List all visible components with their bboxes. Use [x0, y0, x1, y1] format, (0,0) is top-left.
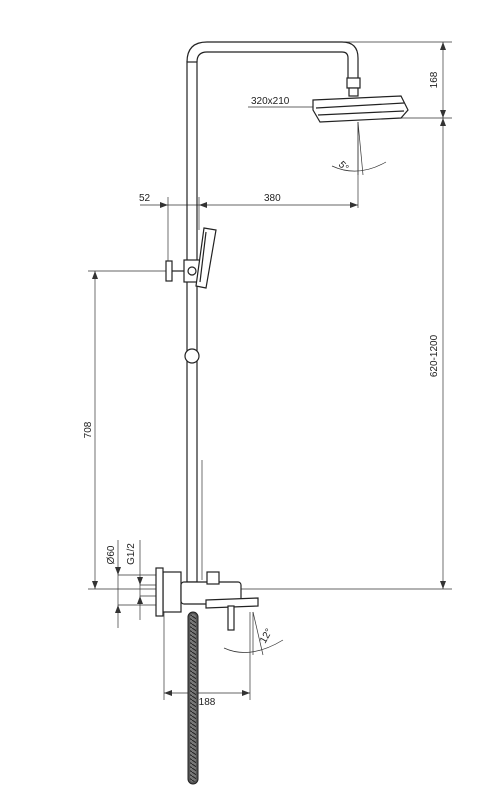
dimension-lines — [88, 41, 452, 700]
slide-knob — [184, 348, 200, 364]
thread-label: G1/2 — [126, 543, 137, 565]
shower-assembly — [155, 41, 409, 785]
arm-length-label: 380 — [264, 193, 281, 204]
head-size-label: 320x210 — [251, 96, 290, 107]
spout-length-label: 188 — [199, 697, 216, 708]
adjust-range-label: 620-1200 — [429, 334, 440, 377]
rosette-diameter-label: Ø60 — [106, 545, 117, 564]
mixer-lever — [206, 571, 220, 585]
wall-rosette — [162, 571, 182, 613]
dimension-labels: 168 320x210 5° 52 380 620-1200 708 Ø60 G… — [83, 71, 440, 708]
shower-head — [312, 95, 409, 123]
head-tilt-label: 5° — [336, 159, 351, 174]
spout-tilt-label: 12° — [258, 627, 275, 646]
spout — [205, 597, 259, 609]
holder-height-label: 708 — [83, 421, 94, 438]
head-drop-label: 168 — [429, 71, 440, 88]
arm-offset-label: 52 — [139, 193, 151, 204]
riser-pipe — [186, 61, 198, 583]
